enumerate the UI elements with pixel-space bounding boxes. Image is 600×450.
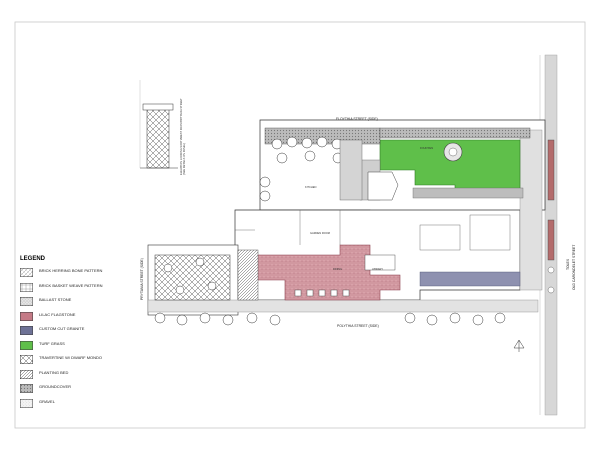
legend-label: CUSTOM CUT GRANITE (39, 326, 85, 331)
top-shrub-row (259, 136, 344, 202)
legend-swatch (20, 282, 33, 292)
legend-label: BALLAST STONE (39, 297, 72, 302)
bottom-tree-row (154, 312, 506, 326)
right-street-label: OLD CARONDELET STREET (572, 244, 576, 290)
legend-label: TURF GRASS (39, 340, 65, 346)
legend-item: TRAVERTINE W/ DWARF MONDO (20, 355, 120, 369)
dining-label: DINING (333, 268, 343, 271)
legend-item: CUSTOM CUT GRANITE (20, 326, 120, 340)
legend-item: BRICK BASKET WEAVE PATTERN (20, 282, 120, 297)
legend-item: BRICK HERRING BONE PATTERN (20, 268, 120, 282)
sheet-border (14, 21, 586, 429)
legend-item: BALLAST STONE (20, 297, 120, 311)
legend-item: GRAVEL (20, 398, 120, 413)
travertine-garden (154, 254, 231, 301)
elevation-detail (139, 80, 178, 169)
legend-swatch (20, 384, 33, 393)
legend-item: TURF GRASS (20, 340, 120, 355)
legend-item: GROUNDCOVER (20, 384, 120, 398)
legend-swatch (20, 268, 33, 277)
north-arrow-icon (513, 339, 525, 352)
granite-band (419, 271, 521, 287)
legend-swatch (20, 398, 33, 408)
garden-room-label: GARDEN ROOM (310, 232, 330, 235)
library-label: LIBRARY (372, 268, 384, 271)
legend-label: LILAC FLAGSTONE (39, 311, 76, 317)
legend-label: GROUNDCOVER (39, 384, 72, 389)
legend-label: BRICK BASKET WEAVE PATTERN (39, 282, 103, 288)
fountain-label: FOUNTAIN (420, 147, 434, 150)
legend-title: LEGEND (20, 256, 46, 262)
legend-label: TRAVERTINE W/ DWARF MONDO (39, 355, 103, 360)
site-plan (147, 119, 555, 326)
turf-area (379, 139, 521, 196)
right-street-sub-label: TOLEX (566, 258, 570, 270)
kitchen-label: KITCHEN (305, 186, 317, 189)
legend-swatch (20, 369, 33, 379)
elevation-note: ELEVATION LOOKING NORTHWEST FROM BRYTANI… (180, 98, 186, 175)
bottom-street-label: POLYTHIA STREET (SIDE) (337, 324, 379, 328)
left-street-label: PRYTANIA STREET (SIDE) (140, 258, 144, 300)
top-street-label: FLOYTHIA STREET (SIDE) (336, 117, 378, 121)
legend-label: BRICK HERRING BONE PATTERN (39, 268, 103, 273)
legend-label: PLANTING BED (39, 369, 69, 375)
legend-swatch (20, 340, 33, 350)
legend-swatch (20, 297, 33, 306)
legend-swatch (20, 355, 33, 364)
legend-item: PLANTING BED (20, 369, 120, 384)
legend-label: GRAVEL (39, 398, 55, 404)
legend-swatch (20, 326, 33, 335)
legend-swatch (20, 311, 33, 321)
legend-item: LILAC FLAGSTONE (20, 311, 120, 326)
